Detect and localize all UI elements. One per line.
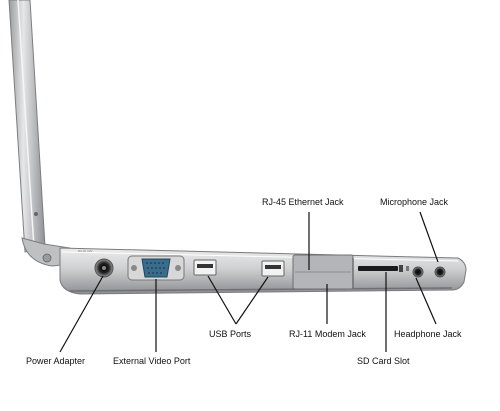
rj45-ethernet-jack-label: RJ-45 Ethernet Jack bbox=[262, 197, 344, 207]
power-adapter-jack bbox=[94, 258, 114, 278]
svg-text:DC-IN 19V: DC-IN 19V bbox=[78, 249, 93, 253]
headphone-leader bbox=[415, 277, 437, 325]
microphone-leader bbox=[419, 211, 439, 263]
power-adapter-leader bbox=[59, 275, 104, 353]
power-adapter-label: Power Adapter bbox=[26, 356, 86, 366]
sd-card-slot-label: SD Card Slot bbox=[357, 356, 410, 366]
usb-port-2 bbox=[261, 260, 285, 277]
usb-leader-left bbox=[207, 275, 237, 325]
sd-card-slot bbox=[358, 265, 409, 272]
usb-leader-right bbox=[235, 276, 269, 325]
usb-port-1 bbox=[193, 259, 217, 276]
microphone-jack-port bbox=[412, 266, 424, 278]
vga-port bbox=[127, 255, 185, 281]
rj11-modem-jack-label: RJ-11 Modem Jack bbox=[289, 329, 366, 339]
network-port-cover bbox=[292, 254, 354, 290]
laptop-lid bbox=[8, 0, 46, 253]
headphone-jack-label: Headphone Jack bbox=[394, 329, 462, 339]
microphone-jack-label: Microphone Jack bbox=[380, 197, 449, 207]
usb-ports-label: USB Ports bbox=[209, 329, 252, 339]
headphone-jack-port bbox=[434, 266, 446, 278]
external-video-port-label: External Video Port bbox=[113, 356, 191, 366]
